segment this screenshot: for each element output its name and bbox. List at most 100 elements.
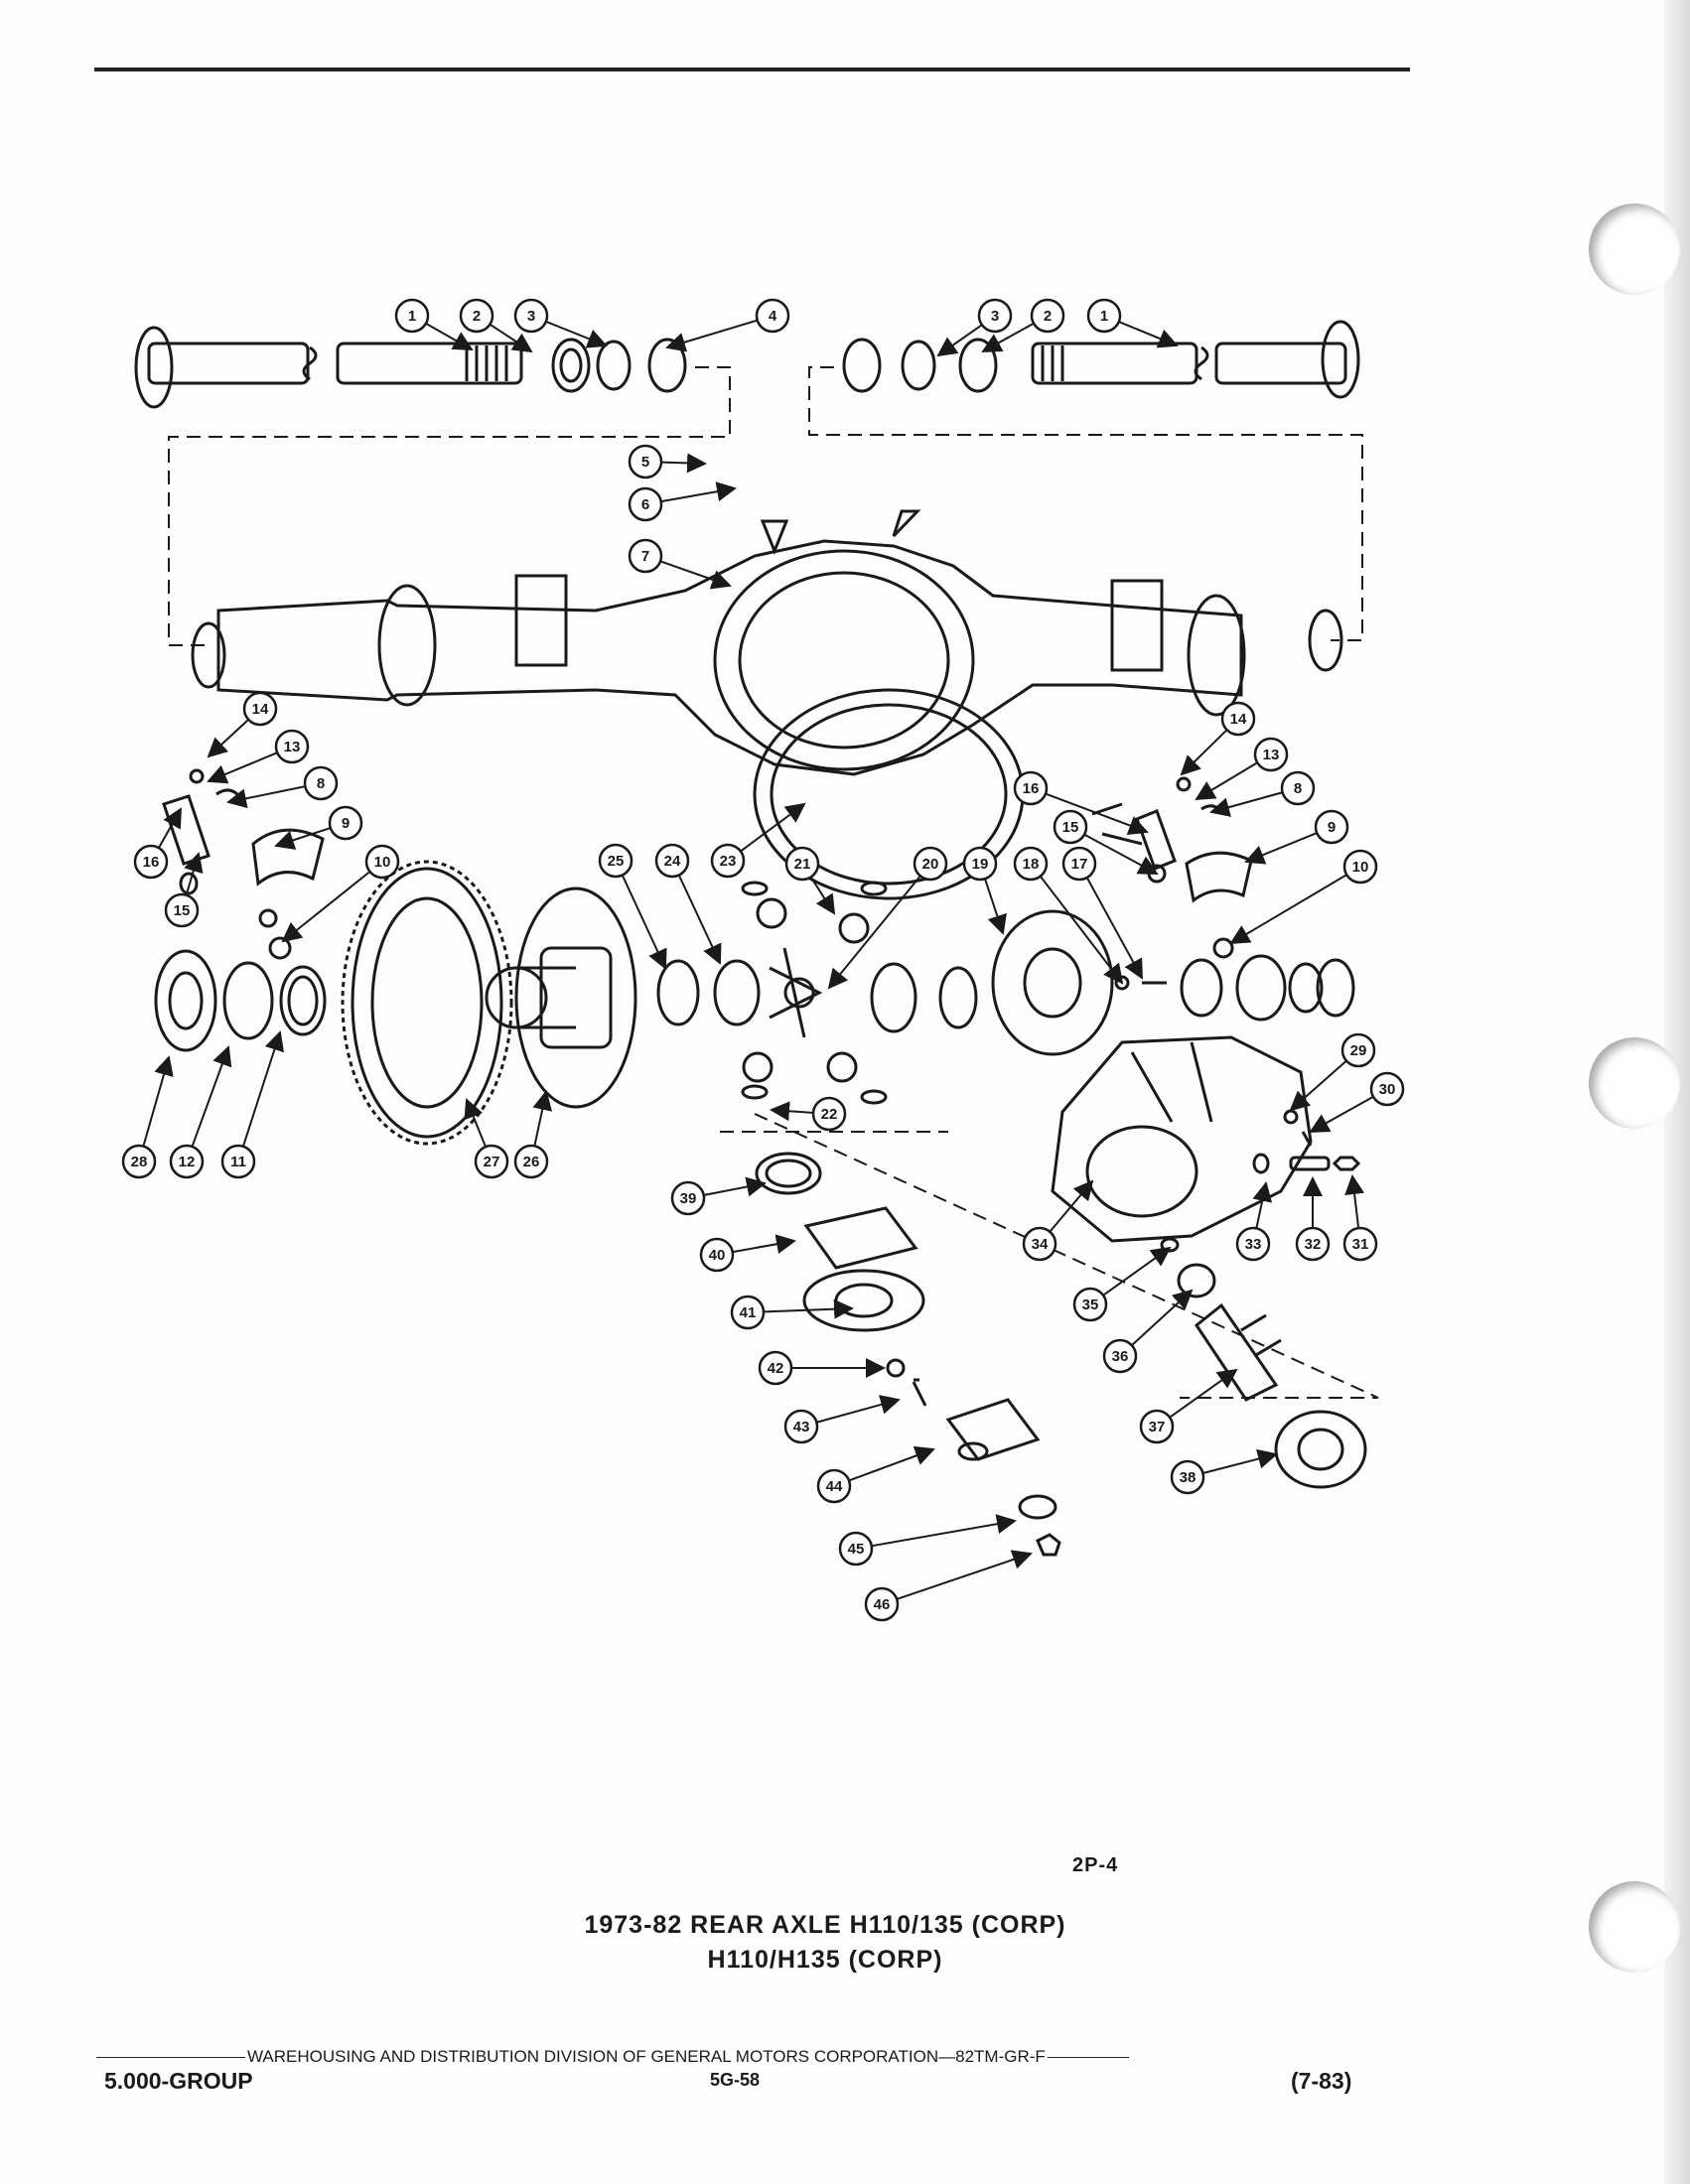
callout-label-11: 11 xyxy=(230,1154,246,1170)
callout-bubble-10 xyxy=(1342,849,1378,885)
callout-label-2: 2 xyxy=(473,308,481,325)
callout-leader-24 xyxy=(678,875,722,965)
callout-leader-10 xyxy=(1229,874,1346,945)
footer-division-line: WAREHOUSING AND DISTRIBUTION DIVISION OF… xyxy=(94,2047,1380,2067)
callout-label-16: 16 xyxy=(143,854,160,871)
callout-leader-9 xyxy=(274,827,331,850)
callout-leader-15 xyxy=(184,852,204,894)
callout-bubble-14 xyxy=(242,691,278,727)
callout-label-18: 18 xyxy=(1023,856,1040,873)
callout-leader-19 xyxy=(984,879,1007,935)
callout-bubble-19 xyxy=(962,846,998,882)
callout-leader-2 xyxy=(490,324,533,353)
callout-bubble-8 xyxy=(303,765,339,801)
callout-leader-11 xyxy=(242,1030,284,1147)
differential-case xyxy=(485,887,637,1109)
callout-label-17: 17 xyxy=(1071,856,1088,873)
callout-leader-26 xyxy=(532,1090,553,1146)
callout-bubble-43 xyxy=(783,1409,819,1444)
callout-bubble-37 xyxy=(1139,1409,1175,1444)
callout-label-30: 30 xyxy=(1379,1081,1396,1098)
callout-bubble-6 xyxy=(628,486,663,522)
callout-label-28: 28 xyxy=(131,1154,148,1170)
callout-leader-3 xyxy=(936,324,982,357)
callout-label-4: 4 xyxy=(769,308,777,325)
callout-leader-15 xyxy=(1084,834,1159,875)
callout-label-46: 46 xyxy=(874,1596,891,1613)
callout-bubble-7 xyxy=(628,538,663,574)
callout-leader-13 xyxy=(207,751,277,784)
callout-bubble-15 xyxy=(164,892,200,928)
callout-leader-21 xyxy=(810,877,836,915)
callout-bubble-3 xyxy=(977,298,1013,334)
callout-bubble-20 xyxy=(913,846,948,882)
callout-label-35: 35 xyxy=(1082,1297,1099,1313)
callout-bubble-22 xyxy=(811,1096,847,1132)
callout-label-37: 37 xyxy=(1149,1419,1166,1435)
callout-bubble-18 xyxy=(1013,846,1049,882)
callout-leader-35 xyxy=(1103,1246,1172,1296)
callout-bubble-2 xyxy=(459,298,494,334)
callout-bubble-27 xyxy=(474,1144,509,1179)
callout-leader-45 xyxy=(872,1514,1017,1548)
callout-bubble-9 xyxy=(1314,809,1349,845)
callout-label-14: 14 xyxy=(252,701,269,718)
callout-leader-1 xyxy=(426,323,474,350)
callout-label-3: 3 xyxy=(991,308,999,325)
binder-hole-bottom xyxy=(1589,1881,1680,1973)
binder-hole-middle xyxy=(1589,1037,1680,1129)
callout-label-21: 21 xyxy=(794,856,811,873)
callout-leader-9 xyxy=(1244,832,1317,865)
callout-leader-31 xyxy=(1344,1174,1365,1228)
callout-label-19: 19 xyxy=(972,856,989,873)
callout-leader-41 xyxy=(764,1298,854,1319)
callout-label-13: 13 xyxy=(1263,747,1280,763)
callout-bubble-31 xyxy=(1342,1226,1378,1262)
callout-bubble-17 xyxy=(1061,846,1097,882)
footer-rule-right xyxy=(1047,2056,1129,2058)
callout-leader-36 xyxy=(1131,1289,1194,1346)
right-shaft-rings xyxy=(842,338,998,393)
callout-bubble-26 xyxy=(513,1144,549,1179)
footer-division-text: WAREHOUSING AND DISTRIBUTION DIVISION OF… xyxy=(247,2047,1046,2066)
callout-label-42: 42 xyxy=(768,1360,784,1377)
binder-hole-top xyxy=(1589,204,1680,295)
callout-label-12: 12 xyxy=(179,1154,196,1170)
callout-bubble-12 xyxy=(169,1144,205,1179)
callout-bubble-14 xyxy=(1220,701,1256,737)
callout-bubble-40 xyxy=(699,1237,735,1273)
callout-label-15: 15 xyxy=(1062,819,1079,836)
footer-rule-left xyxy=(96,2056,245,2058)
footer-group: 5.000-GROUP xyxy=(104,2068,253,2094)
callout-leader-17 xyxy=(1086,878,1143,980)
right-side-bearings xyxy=(1180,954,1355,1022)
callout-leader-38 xyxy=(1203,1448,1278,1474)
pinion-seal-flange-parts xyxy=(755,1152,1061,1557)
callout-bubble-11 xyxy=(220,1144,256,1179)
callout-leader-13 xyxy=(1195,761,1257,801)
callout-label-8: 8 xyxy=(317,775,325,792)
callout-bubble-30 xyxy=(1369,1071,1405,1107)
callout-label-20: 20 xyxy=(922,856,939,873)
callout-label-16: 16 xyxy=(1023,780,1040,797)
figure-number: 2P-4 xyxy=(1072,1854,1119,1876)
callout-label-6: 6 xyxy=(641,496,649,513)
callout-bubble-1 xyxy=(1086,298,1122,334)
callout-bubble-3 xyxy=(513,298,549,334)
page-subtitle: H110/H135 (CORP) xyxy=(707,1946,943,1974)
callout-label-15: 15 xyxy=(174,902,191,919)
callout-leader-30 xyxy=(1309,1096,1373,1133)
callout-leader-8 xyxy=(226,785,305,809)
callout-bubble-9 xyxy=(328,805,363,841)
callout-leader-16 xyxy=(1046,793,1149,836)
callout-bubble-16 xyxy=(1013,770,1049,806)
callout-bubble-28 xyxy=(121,1144,157,1179)
footer-date: (7-83) xyxy=(1291,2068,1352,2094)
callout-leader-4 xyxy=(665,319,758,352)
callout-leader-43 xyxy=(817,1395,901,1424)
callout-leader-46 xyxy=(897,1550,1033,1600)
callout-bubble-2 xyxy=(1030,298,1065,334)
callout-label-44: 44 xyxy=(826,1478,843,1495)
callout-leader-14 xyxy=(207,719,249,758)
